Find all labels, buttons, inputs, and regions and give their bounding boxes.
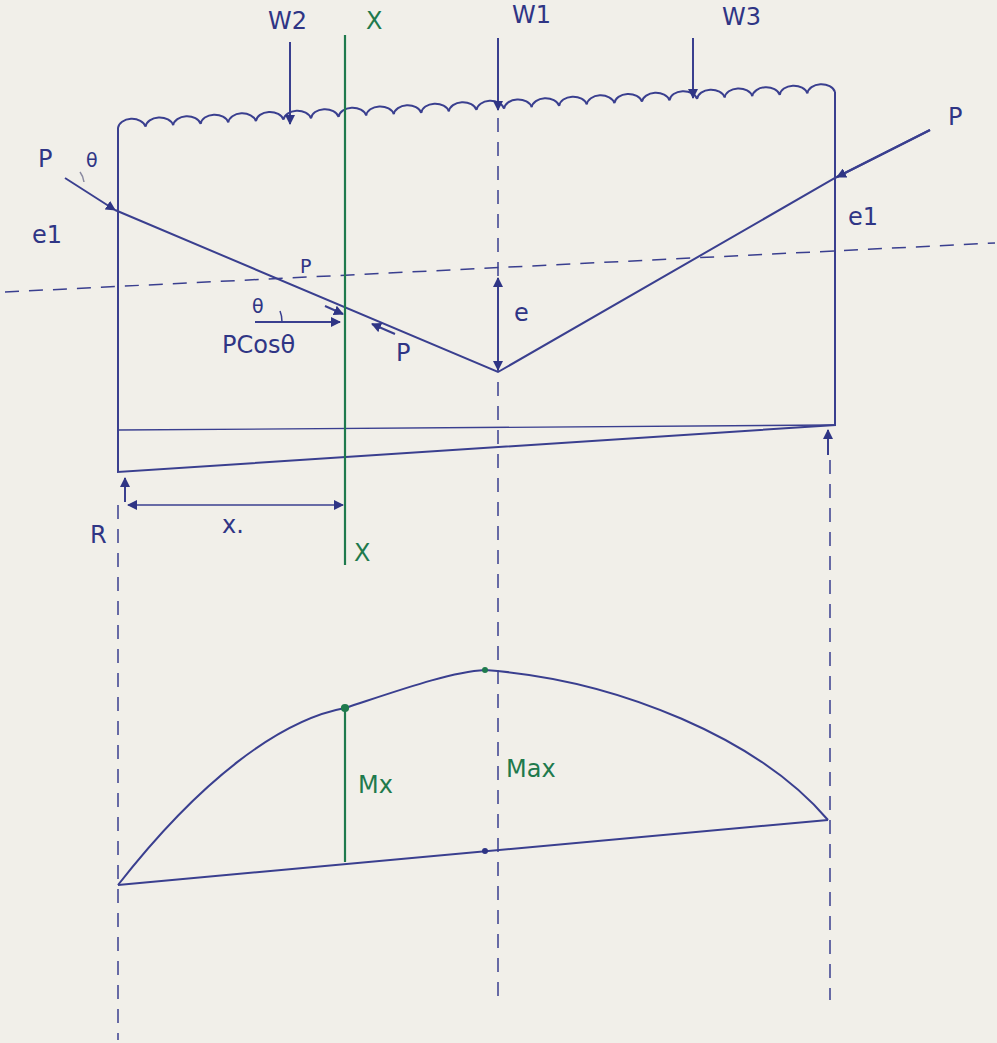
load-label: W2 xyxy=(268,8,307,34)
dimension-arrow xyxy=(128,504,235,506)
component-label: PCosθ xyxy=(222,332,295,358)
section-label: X xyxy=(354,540,370,566)
eccentricity-label: e xyxy=(514,300,529,326)
support-line xyxy=(117,505,119,1040)
moment-label: Mx xyxy=(358,772,393,798)
load-label: W1 xyxy=(512,2,551,28)
angle-arc xyxy=(80,172,84,182)
centroid-axis xyxy=(5,243,995,292)
force-label: P xyxy=(38,146,52,172)
cable-profile xyxy=(115,130,930,372)
angle-label: θ xyxy=(86,150,98,171)
dimension-arrow xyxy=(497,320,499,370)
moment-curve xyxy=(118,670,828,885)
force-label: P xyxy=(396,340,410,366)
angle-label: θ xyxy=(252,296,264,317)
support-line xyxy=(829,460,831,1000)
moment-ordinate xyxy=(344,708,346,862)
eccentricity-label: e1 xyxy=(32,222,62,248)
distributed-load xyxy=(118,84,835,128)
dimension-arrow xyxy=(235,504,343,506)
load-arrow xyxy=(692,38,694,98)
reaction-arrow xyxy=(124,478,126,502)
beam-line xyxy=(118,425,835,430)
section-label: X xyxy=(366,8,382,34)
load-arrow xyxy=(497,38,499,110)
component-arrow xyxy=(255,321,340,323)
load-label: W3 xyxy=(722,4,761,30)
force-label: P xyxy=(948,104,962,130)
reaction-arrow xyxy=(827,430,829,455)
beam-outline xyxy=(118,92,835,472)
force-arrow xyxy=(325,306,343,314)
moment-label: Max xyxy=(506,756,556,782)
dimension-label: x. xyxy=(222,512,244,538)
section-line xyxy=(344,35,346,565)
load-arrow xyxy=(289,42,291,124)
eccentricity-label: e1 xyxy=(848,204,878,230)
force-label: P xyxy=(300,256,311,277)
midspan-line xyxy=(497,118,499,1000)
reaction-label: R xyxy=(90,522,107,548)
dimension-arrow xyxy=(497,278,499,320)
angle-arc xyxy=(280,311,282,322)
moment-base xyxy=(118,820,828,885)
force-arrow xyxy=(372,324,395,334)
prestress-force xyxy=(837,130,930,177)
prestress-force xyxy=(65,178,115,210)
